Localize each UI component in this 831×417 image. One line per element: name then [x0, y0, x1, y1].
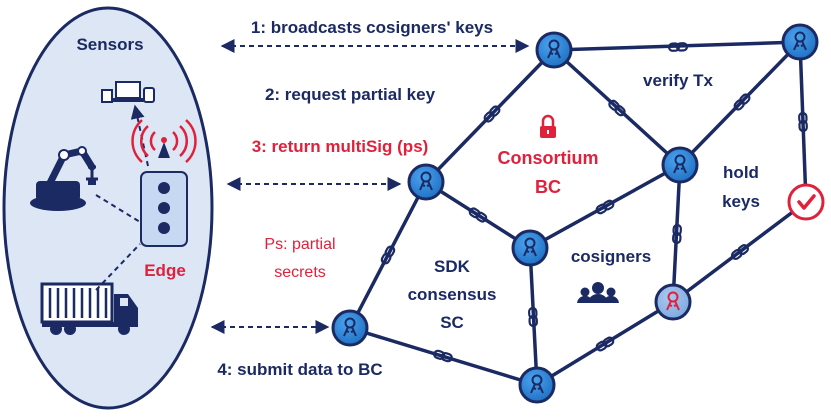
truck-to-edge-link — [95, 243, 141, 291]
step3-label: 3: return multiSig (ps) — [252, 137, 429, 156]
truck-icon — [40, 282, 138, 335]
sensors-title: Sensors — [76, 35, 143, 54]
node-compromised — [654, 283, 692, 321]
sdk-label-line2: consensus — [408, 285, 497, 304]
people-icon — [577, 282, 619, 303]
ps-legend-line2: secrets — [274, 264, 326, 281]
sdk-label-line1: SDK — [434, 257, 471, 276]
edge-device-icon — [140, 171, 188, 247]
consortium-label-line1: Consortium — [498, 148, 599, 168]
ps-legend-line1: Ps: partial — [264, 236, 335, 253]
robot-arm-icon — [30, 146, 98, 211]
check-icon — [787, 183, 825, 221]
antenna-icon — [131, 119, 197, 163]
node-right-center — [661, 146, 699, 184]
consortium-label-line2: BC — [535, 177, 561, 197]
cosigners-label: cosigners — [571, 247, 651, 266]
node-top-left — [535, 31, 573, 69]
node-bottom — [518, 366, 556, 404]
node-left — [407, 163, 445, 201]
verify-tx-label: verify Tx — [643, 71, 713, 90]
devices-icon — [101, 81, 155, 103]
edge-label: Edge — [144, 261, 186, 280]
node-center — [511, 229, 549, 267]
node-bottom-left — [331, 309, 369, 347]
lock-icon — [540, 114, 556, 138]
sensors-panel: Sensors — [2, 6, 214, 410]
hold-keys-label-line2: keys — [722, 192, 760, 211]
step2-label: 2: request partial key — [265, 85, 436, 104]
hold-keys-label-line1: hold — [723, 163, 759, 182]
step4-label: 4: submit data to BC — [217, 360, 382, 379]
sdk-label-line3: SC — [440, 313, 464, 332]
step1-label: 1: broadcasts cosigners' keys — [251, 18, 493, 37]
node-top-right — [781, 23, 819, 61]
